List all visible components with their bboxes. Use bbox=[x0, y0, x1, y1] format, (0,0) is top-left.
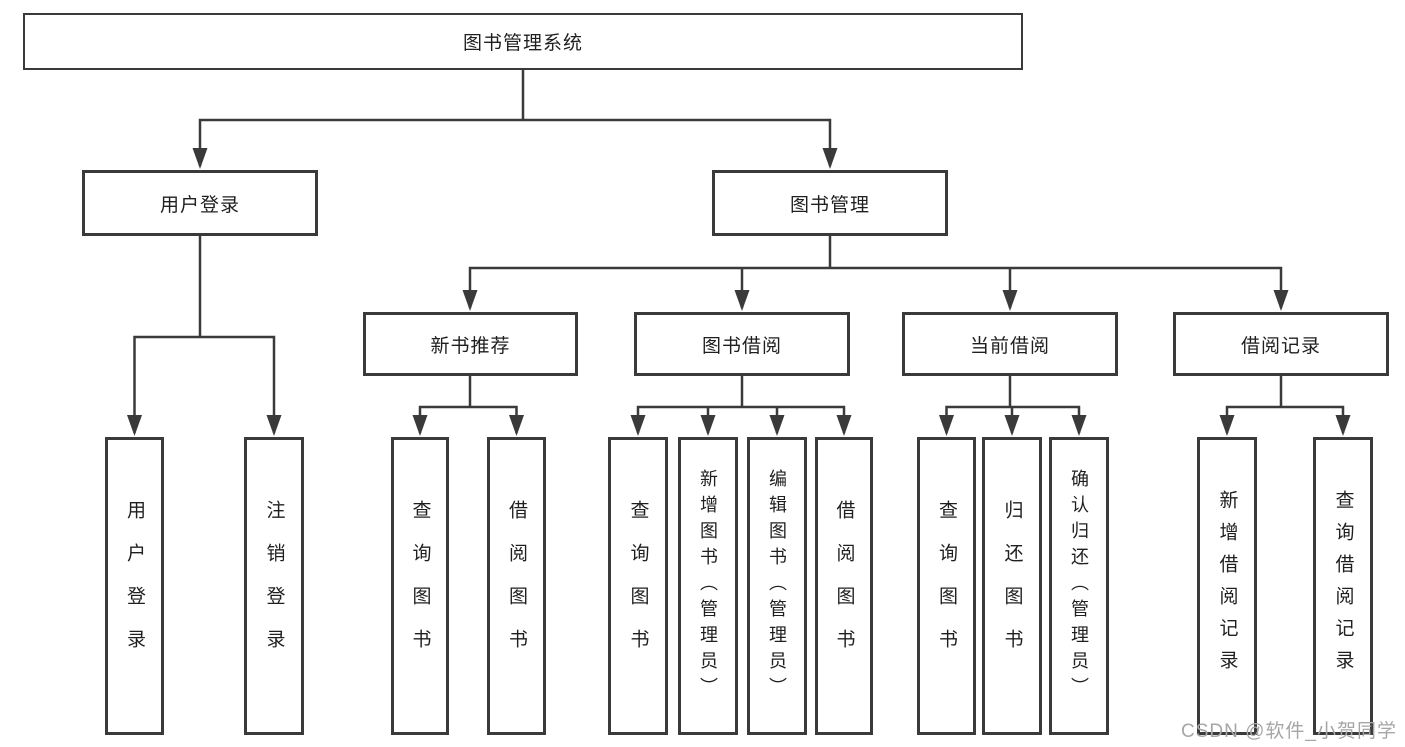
leaf-return-books: 归还图书 bbox=[982, 437, 1042, 735]
node-current-borrowing: 当前借阅 bbox=[902, 312, 1118, 376]
node-user-login: 用户登录 bbox=[82, 170, 318, 236]
leaf-borrow-books-recommend: 借阅图书 bbox=[487, 437, 546, 735]
leaf-add-books-admin: 新增图书（管理员） bbox=[678, 437, 738, 735]
leaf-query-books-borrow: 查询图书 bbox=[608, 437, 668, 735]
node-new-book-recommendation: 新书推荐 bbox=[363, 312, 578, 376]
leaf-query-borrow-record: 查询借阅记录 bbox=[1313, 437, 1373, 735]
csdn-watermark: CSDN @软件_小贺同学 bbox=[1181, 721, 1397, 742]
node-book-management: 图书管理 bbox=[712, 170, 948, 236]
leaf-query-books-current: 查询图书 bbox=[917, 437, 976, 735]
leaf-confirm-return-admin: 确认归还（管理员） bbox=[1049, 437, 1109, 735]
leaf-logout-login: 注销登录 bbox=[244, 437, 304, 735]
leaf-user-login: 用户登录 bbox=[105, 437, 164, 735]
leaf-borrow-books: 借阅图书 bbox=[815, 437, 873, 735]
node-book-borrowing: 图书借阅 bbox=[634, 312, 850, 376]
node-library-management-system: 图书管理系统 bbox=[23, 13, 1023, 70]
leaf-query-books-recommend: 查询图书 bbox=[391, 437, 449, 735]
wire-path bbox=[133, 70, 1345, 433]
leaf-edit-books-admin: 编辑图书（管理员） bbox=[747, 437, 807, 735]
leaf-add-borrow-record: 新增借阅记录 bbox=[1197, 437, 1257, 735]
node-borrowing-records: 借阅记录 bbox=[1173, 312, 1389, 376]
